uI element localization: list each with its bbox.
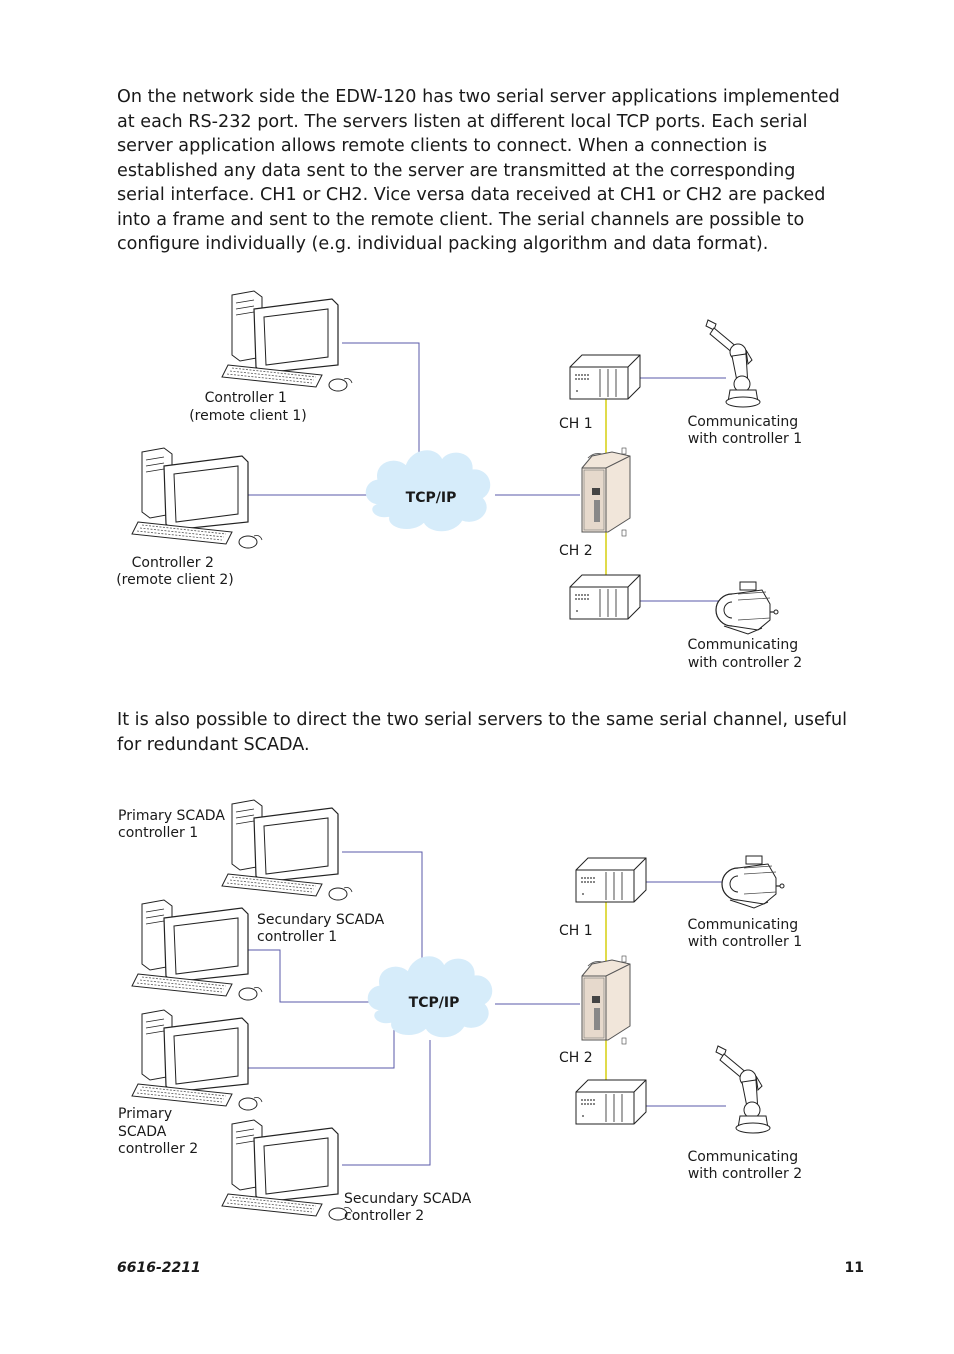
edw-120-gateway (581, 447, 631, 537)
controller-2-label: Controller 2 (remote client 2) (116, 555, 234, 588)
device-2-label: Communicating with controller 2 (687, 1149, 802, 1182)
robot-arm-icon (705, 319, 761, 408)
tcpip-label: TCP/IP (409, 995, 460, 1011)
secundary-scada-2-label: Secundary SCADA controller 2 (344, 1191, 476, 1224)
ch2-label: CH 2 (559, 543, 593, 559)
redundancy-paragraph: It is also possible to direct the two se… (117, 710, 848, 755)
device-1-label: Communicating with controller 1 (687, 917, 802, 950)
network-links (248, 851, 726, 1166)
controller-2-computer (131, 447, 263, 549)
primary-scada-1-computer (221, 799, 353, 901)
ch2-label: CH 2 (559, 1050, 593, 1066)
motor-icon (715, 581, 779, 635)
edw-120-gateway (581, 955, 631, 1045)
network-links (248, 342, 726, 602)
network-diagram-1: TCP/IP Controller 1 (remote client 1) Co… (116, 290, 802, 671)
primary-scada-2-label: Primary SCADA controller 2 (118, 1106, 198, 1157)
secundary-scada-1-computer (131, 899, 263, 1001)
secundary-scada-2-computer (221, 1119, 353, 1221)
document-number: 6616-2211 (117, 1260, 201, 1276)
secundary-scada-1-label: Secundary SCADA controller 1 (257, 912, 389, 945)
network-diagram-2: TCP/IP Primary SCADA controller 1 Secund… (118, 799, 802, 1224)
ch1-controller-box (569, 354, 641, 400)
ch1-label: CH 1 (559, 923, 593, 939)
device-2-label: Communicating with controller 2 (687, 637, 802, 671)
intro-paragraph: On the network side the EDW-120 has two … (117, 87, 840, 254)
primary-scada-2-computer (131, 1009, 263, 1111)
primary-scada-1-label: Primary SCADA controller 1 (118, 808, 229, 841)
ch2-controller-box (575, 1079, 647, 1125)
motor-icon (721, 855, 785, 909)
ch1-controller-box (575, 857, 647, 903)
controller-1-label: Controller 1 (remote client 1) (189, 390, 307, 424)
tcpip-label: TCP/IP (406, 490, 457, 506)
device-1-label: Communicating with controller 1 (687, 414, 802, 447)
controller-1-computer (221, 290, 353, 392)
ch1-label: CH 1 (559, 416, 593, 432)
ch2-controller-box (569, 574, 641, 620)
page-number: 11 (844, 1260, 864, 1276)
robot-arm-icon (715, 1045, 771, 1134)
